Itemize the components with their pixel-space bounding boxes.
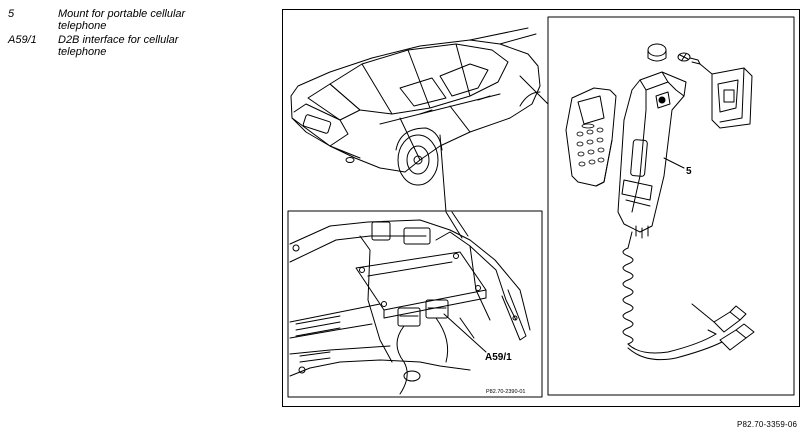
legend-key: 5	[8, 8, 15, 20]
legend: 5 Mount for portable cellular telephone …	[8, 8, 218, 60]
legend-key: A59/1	[8, 34, 37, 46]
wall-bracket-drawing	[699, 63, 753, 129]
phone-mount-drawing	[565, 43, 755, 361]
leader-line-5	[663, 157, 685, 169]
leader-line-interface	[439, 134, 447, 213]
callout-a59-1: A59/1	[485, 352, 512, 363]
interface-detail-drawing	[289, 211, 531, 395]
leader-line-mount	[519, 75, 549, 105]
cellular-phone-drawing	[565, 87, 617, 187]
mount-inset-frame	[547, 16, 795, 396]
coiled-cable-drawing	[622, 231, 755, 361]
callout-5: 5	[686, 166, 692, 177]
legend-text: Mount for portable cellular telephone	[58, 8, 186, 32]
figure-id: P82.70-3359-06	[737, 420, 798, 429]
car-drawing	[290, 27, 541, 186]
legend-row-5: 5 Mount for portable cellular telephone	[8, 8, 218, 32]
cap-and-screw-drawing	[647, 43, 701, 65]
leader-line-a59-1	[443, 313, 487, 353]
mount-cradle-drawing	[617, 71, 687, 239]
detail-ref-number: P82.70-2390-01	[486, 389, 525, 395]
legend-row-a59-1: A59/1 D2B interface for cellular telepho…	[8, 34, 218, 58]
legend-text: D2B interface for cellular telephone	[58, 34, 179, 58]
